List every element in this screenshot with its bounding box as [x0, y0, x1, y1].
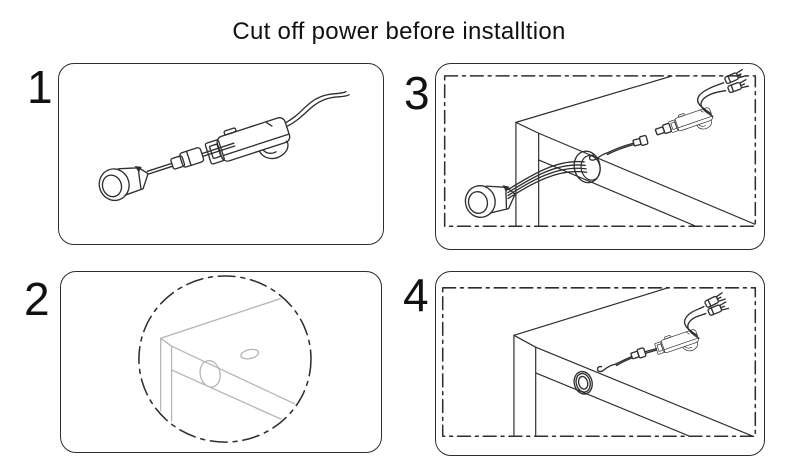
cabinet-corner-light	[160, 295, 300, 431]
controller-assembly	[596, 292, 730, 373]
installed-sensor-ring	[573, 370, 593, 395]
magnifier-circle	[138, 275, 312, 443]
cabinet-corner	[515, 75, 756, 227]
step-2-number: 2	[24, 273, 50, 325]
controller-assembly	[654, 68, 750, 140]
inline-connector	[170, 147, 205, 170]
cut-boundary	[443, 75, 757, 228]
terminal-1	[703, 292, 726, 309]
step-3-panel	[435, 63, 765, 250]
inline-connector	[630, 347, 647, 360]
power-wire-2	[700, 90, 727, 118]
wire-bundle	[507, 160, 588, 200]
controller-box	[653, 326, 702, 362]
step-4-illustration	[441, 287, 757, 437]
step-1-panel	[58, 63, 384, 245]
step-3-illustration	[443, 68, 757, 228]
power-wire-2	[687, 312, 707, 339]
controller-box	[667, 104, 716, 140]
cabinet-corner	[513, 287, 755, 437]
power-wire-2	[285, 94, 350, 128]
page-title: Cut off power before installtion	[232, 18, 566, 45]
top-drill-hole	[240, 348, 260, 360]
step-2-illustration	[138, 275, 312, 443]
step-2-panel	[60, 271, 382, 453]
sensor-head	[461, 177, 520, 221]
step-1-illustration	[94, 90, 350, 205]
power-wire	[696, 82, 725, 115]
cable-hook	[596, 363, 617, 373]
step-4-panel	[435, 271, 765, 456]
step-3-number: 3	[404, 67, 430, 119]
step-4-number: 4	[403, 269, 429, 321]
cable-end-piece	[588, 134, 649, 161]
step-1-number: 1	[27, 61, 53, 113]
power-wire	[284, 90, 347, 124]
sensor-device	[94, 90, 350, 205]
edge-drill-hole	[199, 360, 221, 388]
power-wire	[683, 305, 705, 336]
sensor-head	[94, 157, 154, 205]
sensor-cable	[146, 162, 174, 175]
controller-box	[202, 111, 296, 179]
cut-boundary	[441, 287, 757, 437]
